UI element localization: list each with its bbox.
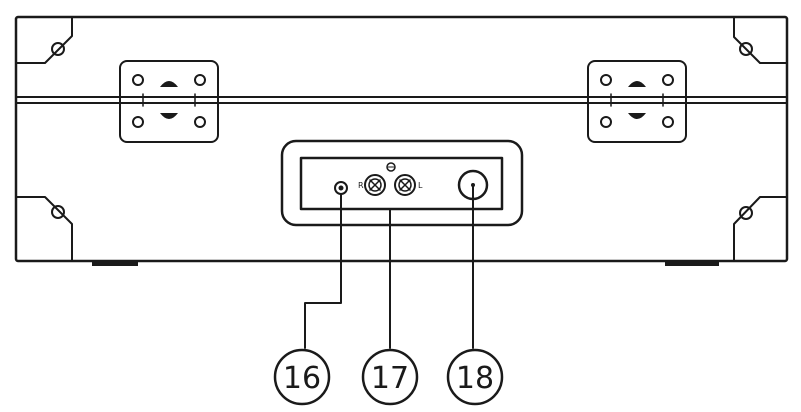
corner-screw-icon [51, 42, 65, 56]
hinge-screw-icon [132, 116, 144, 128]
hinge-screw-icon [194, 116, 206, 128]
rca-jack-right [364, 174, 386, 196]
callout-17-label: 17 [371, 361, 409, 396]
corner-screw-icon [739, 206, 753, 220]
corner-top-right [733, 16, 788, 64]
rca-jack-left [394, 174, 416, 196]
connector-panel: R L [280, 139, 524, 227]
hinge-screw-icon [132, 74, 144, 86]
callout-17: 17 [361, 348, 419, 406]
line-out-jack [334, 181, 348, 195]
hinge-screw-icon [194, 74, 206, 86]
corner-top-left [15, 16, 73, 64]
foot-right [665, 261, 719, 266]
callout-16-label: 16 [283, 361, 321, 396]
callout-16: 16 [273, 348, 331, 406]
leader-lines [304, 184, 474, 349]
corner-bottom-right [733, 196, 788, 262]
ground-screw-icon [386, 162, 396, 172]
hinge-right [587, 60, 687, 143]
foot-left [92, 261, 138, 266]
hinge-screw-icon [600, 74, 612, 86]
rca-marking-l: L [418, 181, 423, 190]
hinge-screw-icon [662, 116, 674, 128]
hinge-screw-icon [600, 116, 612, 128]
callout-18-label: 18 [456, 361, 494, 396]
leader-16 [304, 193, 342, 349]
corner-screw-icon [739, 42, 753, 56]
corner-bottom-left [15, 196, 73, 262]
rca-marking-r: R [358, 181, 364, 190]
corner-screw-icon [51, 205, 65, 219]
hinge-screw-icon [662, 74, 674, 86]
panel-inner [299, 156, 504, 211]
hinge-left [119, 60, 219, 143]
case-outline [14, 15, 789, 263]
callout-18: 18 [446, 348, 504, 406]
panel-outer [280, 139, 524, 227]
